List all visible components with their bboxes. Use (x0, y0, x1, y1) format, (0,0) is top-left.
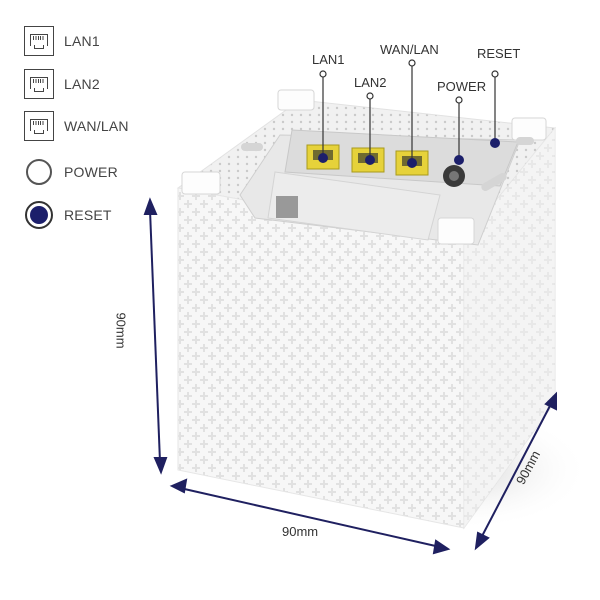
reset-button (490, 138, 500, 148)
dimension-arrows (143, 197, 557, 555)
dimension-width-label: 90mm (282, 524, 319, 539)
legend-item-power: POWER (22, 155, 118, 189)
legend-label-wan-lan: WAN/LAN (64, 118, 129, 134)
legend-item-reset: RESET (22, 198, 112, 232)
legend-label-reset: RESET (64, 207, 112, 223)
callout-lan1: LAN1 (312, 52, 345, 67)
ethernet-port-icon (22, 109, 56, 143)
ethernet-port-icon (22, 67, 56, 101)
legend-item-lan2: LAN2 (22, 67, 100, 101)
callout-power: POWER (437, 79, 487, 94)
callout-reset: RESET (477, 46, 521, 61)
ethernet-port-icon (22, 24, 56, 58)
legend-label-lan1: LAN1 (64, 33, 100, 49)
reset-button-icon (22, 198, 56, 232)
power-port-icon (22, 155, 56, 189)
qr-code (276, 196, 298, 218)
legend-label-power: POWER (64, 164, 118, 180)
callout-lan2: LAN2 (354, 75, 387, 90)
dimension-height-label: 90mm (113, 312, 129, 349)
legend-label-lan2: LAN2 (64, 76, 100, 92)
callout-wan-lan: WAN/LAN (380, 42, 439, 57)
legend-item-wan-lan: WAN/LAN (22, 109, 129, 143)
legend-item-lan1: LAN1 (22, 24, 100, 58)
